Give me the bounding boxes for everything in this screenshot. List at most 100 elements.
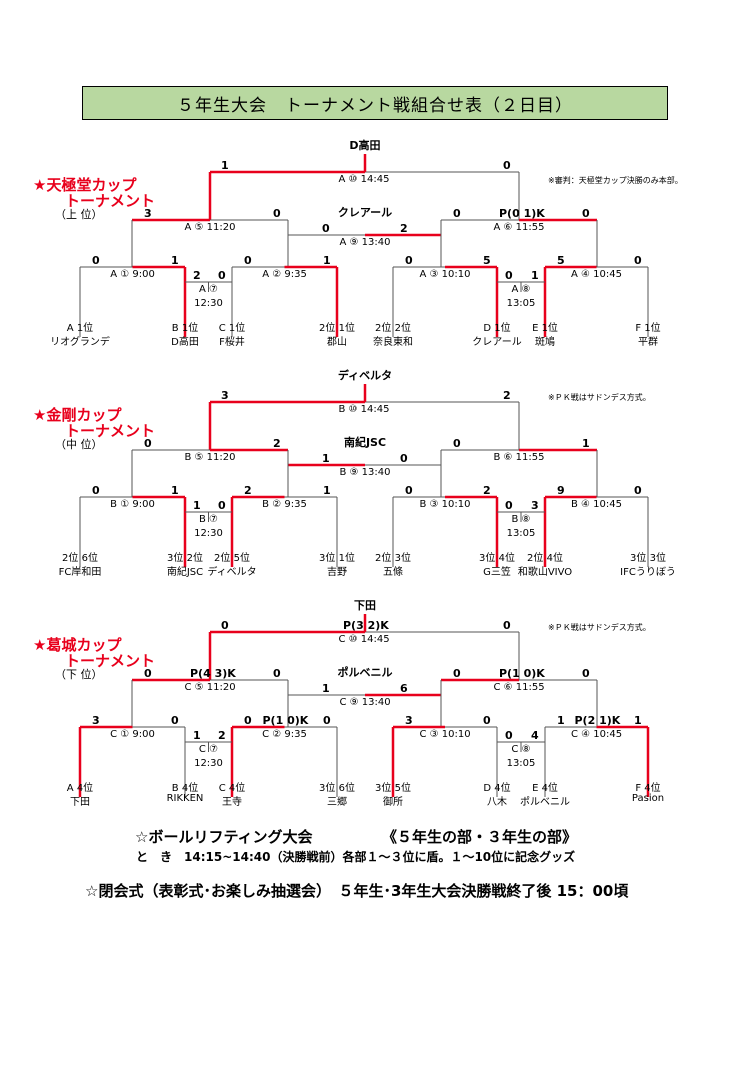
team-rank: F 1位 — [635, 323, 661, 334]
final-score-left: 3 — [221, 389, 229, 402]
semi-pk: P(1 0)K — [499, 667, 545, 680]
quarter-match-info: C ② 9:35 — [262, 729, 307, 740]
m7-score-left: 1 — [193, 499, 201, 512]
quarter-score-right: 1 — [634, 714, 642, 727]
quarter-score-left: 0 — [244, 714, 252, 727]
cup-name: ★天極堂カップ — [33, 176, 137, 194]
final-score-right: 0 — [503, 619, 511, 632]
m8-score-left: 0 — [505, 729, 513, 742]
m8-score-right: 1 — [531, 269, 539, 282]
team-name: 和歌山VIVO — [517, 567, 573, 578]
quarter-match-info: B ③ 10:10 — [419, 499, 471, 510]
semi-match-info: A ⑥ 11:55 — [493, 222, 545, 233]
bracket-note: ※ＰＫ戦はサドンデス方式。 — [548, 623, 651, 632]
final-score-right: 0 — [503, 159, 511, 172]
quarter-score-right: 0 — [483, 714, 491, 727]
semi-winner-name: クレアール — [337, 206, 393, 219]
quarter-score-left: 0 — [92, 254, 100, 267]
quarter-match-info: A ② 9:35 — [262, 269, 307, 280]
team-name: ポルベニル — [520, 797, 570, 808]
m7-score-right: 0 — [218, 269, 226, 282]
quarter-match-info: A ④ 10:45 — [571, 269, 622, 280]
mid-score-left: 1 — [322, 452, 330, 465]
mid-match-info: C ⑨ 13:40 — [339, 697, 391, 708]
semi-match-info: C ⑥ 11:55 — [493, 682, 545, 693]
semi-match-info: B ⑤ 11:20 — [184, 452, 236, 463]
quarter-score-right: 1 — [323, 254, 331, 267]
quarter-score-right: 0 — [634, 254, 642, 267]
team-name: RIKKEN — [166, 793, 204, 804]
mid-score-left: 1 — [322, 682, 330, 695]
m8-time: 13:05 — [506, 758, 536, 769]
m8-time: 13:05 — [506, 298, 536, 309]
cup-subtitle: トーナメント — [65, 192, 156, 210]
team-name: ディベルタ — [207, 567, 257, 578]
team-rank: A 1位 — [66, 323, 94, 334]
quarter-score-right: 1 — [323, 484, 331, 497]
m8-score-right: 4 — [531, 729, 539, 742]
quarter-score-right: 5 — [483, 254, 491, 267]
team-rank: C 1位 — [218, 323, 246, 334]
team-rank: 3位 6位 — [319, 783, 355, 794]
quarter-score-right: 1 — [171, 484, 179, 497]
closing-ceremony: ☆閉会式（表彰式･お楽しみ抽選会） ５年生･3年生大会決勝戦終了後 15：00頃 — [85, 882, 629, 900]
team-rank: F 4位 — [635, 783, 661, 794]
quarter-match-info: C ① 9:00 — [110, 729, 155, 740]
quarter-score-left: 2 — [244, 484, 252, 497]
quarter-score-right: 1 — [171, 254, 179, 267]
quarter-match-info: C ③ 10:10 — [419, 729, 471, 740]
semi-pk: P(4 3)K — [190, 667, 236, 680]
team-rank: 2位 5位 — [214, 553, 250, 564]
team-name: FC岸和田 — [58, 567, 102, 578]
m8-label: B ⑧ — [511, 514, 531, 525]
bracket-lines — [79, 154, 649, 337]
quarter-match-info: A ③ 10:10 — [419, 269, 471, 280]
team-rank: 3位 4位 — [479, 553, 515, 564]
team-rank: 3位 3位 — [630, 553, 666, 564]
team-name: クレアール — [472, 337, 522, 348]
team-name: 三郷 — [327, 797, 347, 808]
team-name: IFCうりぼう — [620, 567, 676, 578]
quarter-pk: P(2 1)K — [574, 714, 621, 727]
m7-label: C ⑦ — [198, 744, 219, 755]
team-rank: B 4位 — [171, 783, 199, 794]
mid-score-left: 0 — [322, 222, 330, 235]
bracket-lines — [78, 614, 650, 797]
team-rank: 2位 4位 — [527, 553, 563, 564]
team-name: D高田 — [171, 337, 199, 348]
champion-name: ディベルタ — [337, 369, 393, 382]
semi-score-right: 2 — [273, 437, 281, 450]
semi-score-right: 0 — [582, 207, 590, 220]
team-rank: 2位 6位 — [62, 553, 98, 564]
rank-tier: （上 位） — [55, 208, 103, 221]
semi-score-left: 0 — [144, 667, 152, 680]
quarter-score-left: 0 — [405, 254, 413, 267]
cup-name: ★葛城カップ — [33, 636, 122, 654]
team-name: 平群 — [638, 337, 658, 348]
m7-score-right: 2 — [218, 729, 226, 742]
semi-match-info: C ⑤ 11:20 — [184, 682, 236, 693]
team-rank: 2位 1位 — [319, 323, 355, 334]
champion-name: D高田 — [349, 139, 381, 152]
semi-pk: P(0 1)K — [499, 207, 545, 220]
lifting-event: ☆ボールリフティング大会 — [135, 828, 313, 846]
m8-time: 13:05 — [506, 528, 536, 539]
m8-score-left: 0 — [505, 499, 513, 512]
team-name: リオグランデ — [50, 337, 110, 348]
champion-name: 下田 — [354, 599, 376, 612]
final-score-right: 2 — [503, 389, 511, 402]
m7-label: B ⑦ — [198, 514, 219, 525]
team-rank: C 4位 — [218, 783, 246, 794]
mid-score-right: 2 — [400, 222, 408, 235]
team-rank: E 4位 — [532, 783, 558, 794]
m8-label: A ⑧ — [511, 284, 531, 295]
quarter-score-right: 2 — [483, 484, 491, 497]
quarter-score-left: 1 — [557, 714, 565, 727]
quarter-score-left: 5 — [557, 254, 565, 267]
semi-winner-name: ポルベニル — [337, 666, 393, 679]
team-name: 斑鳩 — [535, 337, 555, 348]
team-name: 王寺 — [222, 797, 242, 808]
quarter-score-left: 3 — [405, 714, 413, 727]
